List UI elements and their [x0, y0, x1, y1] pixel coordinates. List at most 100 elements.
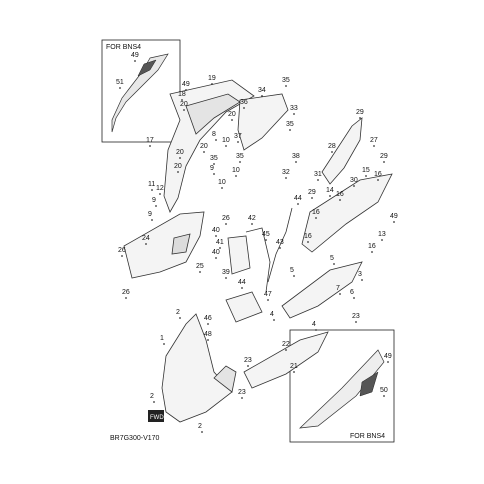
part-callout-4: 4 — [312, 321, 316, 328]
part-callout-35: 35 — [286, 121, 294, 128]
callout-leader-dot — [151, 219, 153, 221]
callout-leader-dot — [285, 177, 287, 179]
part-callout-29: 29 — [380, 153, 388, 160]
callout-leader-dot — [365, 175, 367, 177]
part-callout-23: 23 — [244, 357, 252, 364]
diagram-code: BR7G300-V170 — [110, 435, 160, 442]
callout-leader-dot — [293, 113, 295, 115]
callout-leader-dot — [241, 287, 243, 289]
callout-leader-dot — [297, 203, 299, 205]
part-callout-31: 31 — [314, 171, 322, 178]
part-callout-6: 6 — [350, 289, 354, 296]
part-callout-49: 49 — [131, 52, 139, 59]
callout-leader-dot — [317, 179, 319, 181]
callout-leader-dot — [203, 151, 205, 153]
callout-leader-dot — [361, 279, 363, 281]
callout-leader-dot — [211, 83, 213, 85]
callout-leader-dot — [333, 263, 335, 265]
part-callout-8: 8 — [212, 131, 216, 138]
callout-leader-dot — [311, 197, 313, 199]
part-callout-20: 20 — [174, 163, 182, 170]
part-callout-20: 20 — [228, 111, 236, 118]
part-callout-47: 47 — [264, 291, 272, 298]
part-callout-11: 11 — [148, 181, 155, 188]
callout-leader-dot — [237, 141, 239, 143]
callout-leader-dot — [201, 431, 203, 433]
part-callout-17: 17 — [146, 137, 154, 144]
front-direction-mark: FWD — [148, 410, 164, 422]
part-callout-29: 29 — [356, 109, 364, 116]
part-callout-25: 25 — [196, 263, 204, 270]
callout-leader-dot — [215, 257, 217, 259]
callout-leader-dot — [121, 255, 123, 257]
callout-leader-dot — [149, 145, 151, 147]
callout-leader-dot — [371, 251, 373, 253]
callout-leader-dot — [251, 223, 253, 225]
part-callout-41: 41 — [216, 239, 224, 246]
callout-leader-dot — [215, 235, 217, 237]
callout-leader-dot — [265, 239, 267, 241]
part-callout-20: 20 — [176, 149, 184, 156]
part-callout-19: 19 — [208, 75, 216, 82]
callout-leader-dot — [151, 189, 153, 191]
callout-leader-dot — [383, 395, 385, 397]
part-callout-22: 22 — [282, 341, 290, 348]
part-callout-2: 2 — [176, 309, 180, 316]
callout-leader-dot — [179, 157, 181, 159]
callout-leader-dot — [359, 117, 361, 119]
part-callout-45: 45 — [262, 231, 270, 238]
part-callout-23: 23 — [238, 389, 246, 396]
part-callout-9: 9 — [148, 211, 152, 218]
callout-leader-dot — [231, 119, 233, 121]
callout-leader-dot — [225, 223, 227, 225]
callout-leader-dot — [273, 319, 275, 321]
callout-leader-dot — [215, 139, 217, 141]
part-callout-36: 36 — [240, 99, 248, 106]
part-callout-35: 35 — [282, 77, 290, 84]
callout-leader-dot — [199, 271, 201, 273]
part-callout-7: 7 — [336, 285, 340, 292]
part-callout-29: 29 — [308, 189, 316, 196]
callout-leader-dot — [383, 161, 385, 163]
part-callout-3: 3 — [358, 271, 362, 278]
callout-leader-dot — [285, 349, 287, 351]
callout-leader-dot — [381, 239, 383, 241]
part-callout-10: 10 — [232, 167, 240, 174]
inset-bottom-right: FOR BNS4 — [289, 329, 395, 443]
part-callout-10: 10 — [222, 137, 230, 144]
callout-leader-dot — [207, 323, 209, 325]
part-callout-1: 1 — [160, 335, 164, 342]
part-callout-49: 49 — [182, 81, 190, 88]
callout-leader-dot — [219, 247, 221, 249]
callout-leader-dot — [213, 173, 215, 175]
part-callout-16: 16 — [374, 171, 382, 178]
callout-leader-dot — [125, 297, 127, 299]
part-callout-10: 10 — [218, 179, 226, 186]
part-callout-30: 30 — [350, 177, 358, 184]
part-callout-20: 20 — [180, 101, 188, 108]
part-callout-28: 28 — [328, 143, 336, 150]
part-callout-20: 20 — [200, 143, 208, 150]
callout-leader-dot — [153, 401, 155, 403]
part-callout-39: 39 — [222, 269, 230, 276]
inset-top-title: FOR BNS4 — [106, 44, 141, 51]
callout-leader-dot — [353, 297, 355, 299]
part-callout-5: 5 — [290, 267, 294, 274]
callout-leader-dot — [267, 299, 269, 301]
part-callout-46: 46 — [204, 315, 212, 322]
parts-artwork — [123, 79, 393, 423]
part-callout-16: 16 — [312, 209, 320, 216]
callout-leader-dot — [353, 185, 355, 187]
callout-leader-dot — [315, 217, 317, 219]
callout-leader-dot — [185, 89, 187, 91]
part-callout-4: 4 — [270, 311, 274, 318]
callout-leader-dot — [247, 365, 249, 367]
part-callout-48: 48 — [204, 331, 212, 338]
callout-leader-dot — [329, 195, 331, 197]
callout-leader-dot — [235, 175, 237, 177]
callout-leader-dot — [293, 275, 295, 277]
callout-leader-dot — [163, 343, 165, 345]
callout-leader-dot — [387, 361, 389, 363]
